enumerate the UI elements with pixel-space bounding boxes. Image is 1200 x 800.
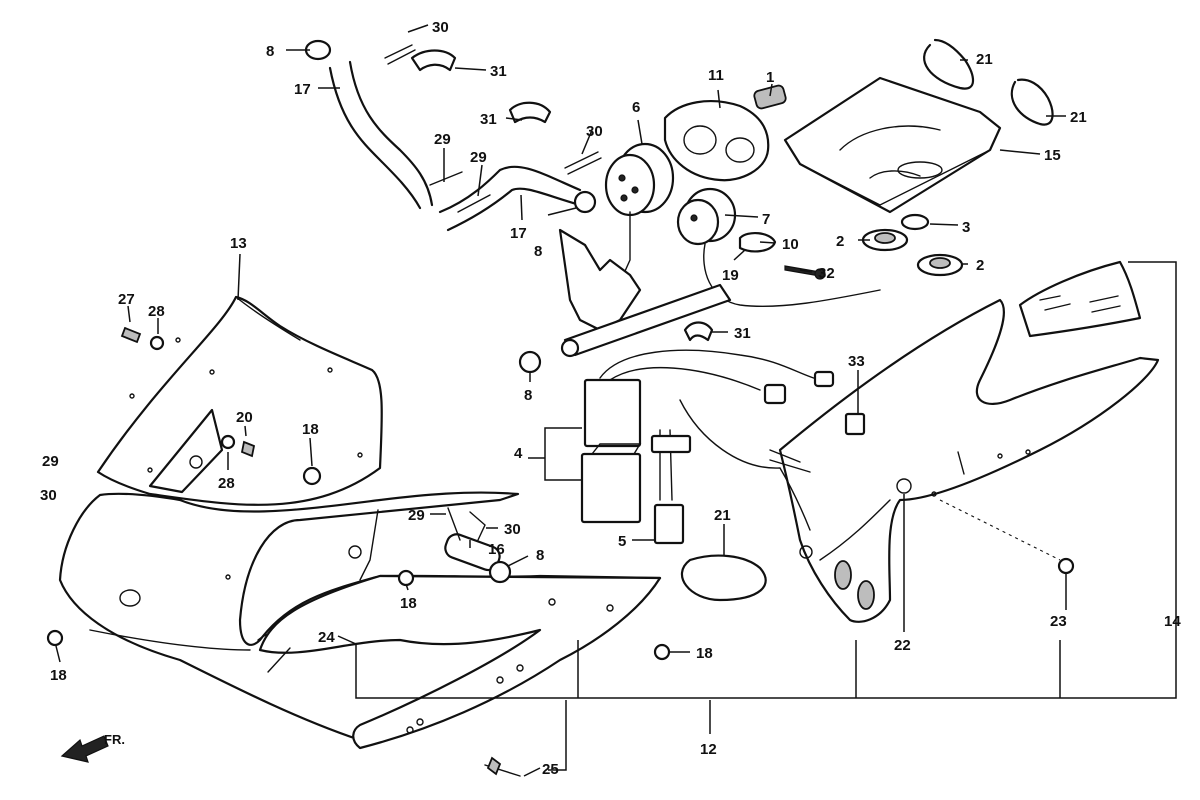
callout-16: 16 — [488, 541, 505, 558]
callout-4: 4 — [514, 445, 523, 462]
callout-29: 29 — [470, 149, 487, 166]
ignition-units — [580, 378, 642, 524]
callout-30: 30 — [504, 521, 521, 538]
callout-32: 32 — [818, 265, 835, 282]
callout-8: 8 — [524, 387, 532, 404]
callout-18: 18 — [302, 421, 319, 438]
tachometer — [604, 142, 675, 301]
meter-bracket — [558, 228, 732, 358]
callout-25: 25 — [542, 761, 559, 778]
front-arrow-label: FR. — [104, 732, 125, 747]
callout-30: 30 — [586, 123, 603, 140]
seat-pad — [1018, 260, 1142, 338]
callout-30: 30 — [40, 487, 57, 504]
front-direction-arrow: FR. — [60, 732, 125, 763]
callout-17: 17 — [510, 225, 527, 242]
callout-10: 10 — [782, 236, 799, 253]
cowl-stay-upper — [304, 39, 434, 210]
callout-31: 31 — [734, 325, 751, 342]
cowl-stay-lower — [438, 165, 597, 232]
callout-21: 21 — [714, 507, 731, 524]
fasteners — [46, 326, 1075, 777]
callout-18: 18 — [50, 667, 67, 684]
callout-14: 14 — [1164, 613, 1181, 630]
callout-6: 6 — [632, 99, 640, 116]
callout-29: 29 — [408, 507, 425, 524]
callout-12: 12 — [700, 741, 717, 758]
callout-23: 23 — [1050, 613, 1067, 630]
callout-33: 33 — [848, 353, 865, 370]
callout-27: 27 — [118, 291, 135, 308]
callout-19: 19 — [722, 267, 739, 284]
callout-15: 15 — [1044, 147, 1061, 164]
callout-3: 3 — [962, 219, 970, 236]
callout-29: 29 — [42, 453, 59, 470]
callout-11: 11 — [708, 67, 724, 84]
callout-7: 7 — [762, 211, 770, 228]
callout-13: 13 — [230, 235, 247, 252]
collars — [444, 350, 542, 584]
lower-cowl-left — [258, 574, 662, 750]
leader-lines — [55, 24, 1177, 777]
grommet — [753, 84, 787, 110]
hose-clamps — [680, 38, 1054, 602]
callout-31: 31 — [480, 111, 497, 128]
callout-29: 29 — [434, 131, 451, 148]
callout-28: 28 — [218, 475, 235, 492]
callout-labels: 1 2 2 3 4 5 6 7 8 8 8 8 10 11 12 13 14 1… — [40, 19, 1181, 778]
meter-gasket — [663, 100, 770, 182]
callout-2: 2 — [836, 233, 844, 250]
wire-clips — [410, 49, 714, 342]
callout-28: 28 — [148, 303, 165, 320]
callout-24: 24 — [318, 629, 335, 646]
callout-1: 1 — [766, 69, 774, 86]
callout-31: 31 — [490, 63, 507, 80]
callout-30: 30 — [432, 19, 449, 36]
callout-8: 8 — [266, 43, 274, 60]
side-cowl-right — [778, 298, 1160, 623]
cotter-pins — [384, 44, 602, 541]
relay — [650, 434, 692, 545]
callout-8: 8 — [534, 243, 542, 260]
rubber-grommets — [861, 213, 964, 277]
callout-20: 20 — [236, 409, 253, 426]
callout-8: 8 — [536, 547, 544, 564]
harness-connector — [844, 412, 866, 436]
callout-2: 2 — [976, 257, 984, 274]
callout-17: 17 — [294, 81, 311, 98]
callout-18: 18 — [696, 645, 713, 662]
callout-21: 21 — [976, 51, 993, 68]
callout-22: 22 — [894, 637, 911, 654]
callout-18: 18 — [400, 595, 417, 612]
speedometer — [676, 187, 881, 308]
instrument-tray — [783, 76, 1002, 214]
callout-5: 5 — [618, 533, 626, 550]
windscreen — [96, 295, 383, 506]
callout-21: 21 — [1070, 109, 1087, 126]
